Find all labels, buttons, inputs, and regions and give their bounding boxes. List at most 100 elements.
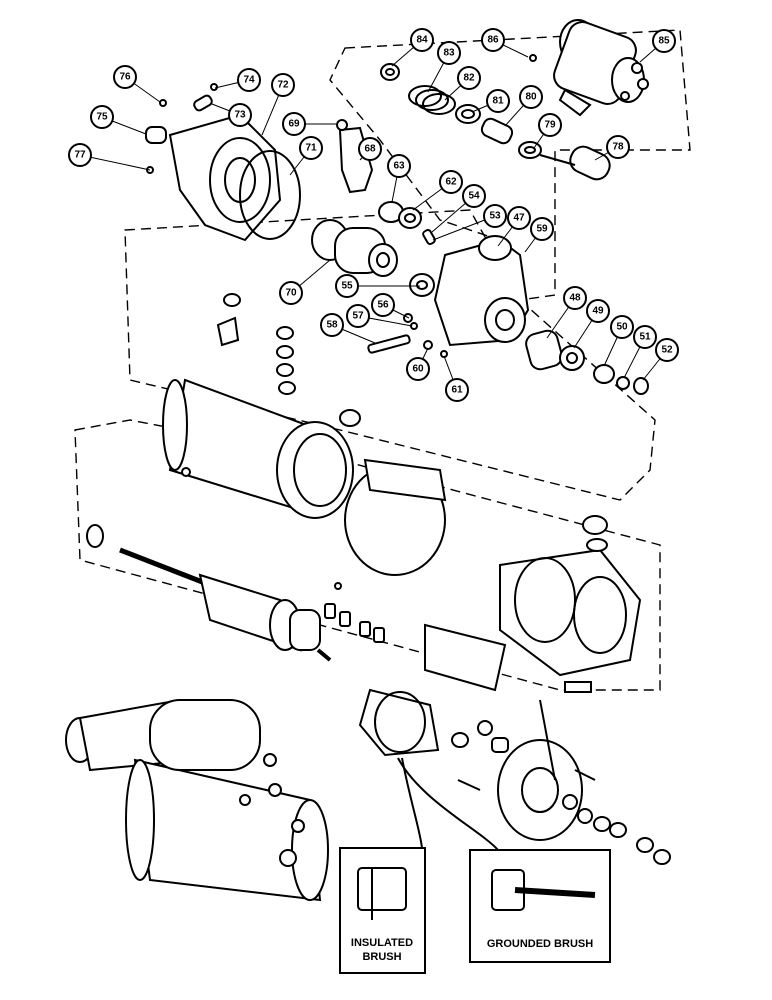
callout-number: 52	[661, 345, 673, 356]
frame-group-outline	[74, 419, 661, 691]
assembled-starter	[65, 698, 329, 902]
solenoid-small-parts	[380, 54, 542, 159]
callout-69: 69	[282, 112, 306, 136]
callout-number: 85	[658, 36, 670, 47]
callout-number: 63	[393, 161, 405, 172]
callout-80: 80	[519, 85, 543, 109]
callout-74: 74	[237, 68, 261, 92]
grounded-brush-label: GROUNDED BRUSH	[487, 938, 593, 950]
callout-number: 61	[451, 385, 463, 396]
callout-number: 72	[277, 80, 289, 91]
callout-78: 78	[606, 135, 630, 159]
callout-number: 68	[364, 144, 376, 155]
field-frame	[162, 378, 361, 519]
callout-number: 82	[463, 73, 475, 84]
callout-number: 47	[513, 213, 525, 224]
callout-82: 82	[457, 66, 481, 90]
commutator-end-bushings	[525, 329, 649, 395]
callout-61: 61	[445, 378, 469, 402]
callout-number: 75	[96, 112, 108, 123]
callout-62: 62	[439, 170, 463, 194]
insulated-brush-label-line1: INSULATED	[351, 937, 413, 949]
callout-70: 70	[279, 281, 303, 305]
callout-47: 47	[507, 206, 531, 230]
insulated-inset-leader	[401, 757, 423, 849]
callout-60: 60	[406, 357, 430, 381]
callout-number: 49	[592, 306, 604, 317]
callout-54: 54	[462, 184, 486, 208]
pole-insulator	[424, 623, 592, 693]
callout-59: 59	[530, 217, 554, 241]
callout-number: 50	[616, 322, 628, 333]
callout-55: 55	[335, 274, 359, 298]
callout-number: 69	[288, 119, 300, 130]
callout-number: 56	[377, 300, 389, 311]
callout-57: 57	[346, 304, 370, 328]
callout-number: 84	[416, 35, 428, 46]
grounded-inset-leader	[397, 757, 499, 851]
callout-77: 77	[68, 143, 92, 167]
callout-58: 58	[320, 313, 344, 337]
drive-end-housing	[145, 83, 301, 242]
callout-number: 59	[536, 224, 548, 235]
callout-number: 60	[412, 364, 424, 375]
callout-number: 81	[492, 96, 504, 107]
callout-number: 62	[445, 177, 457, 188]
brush-plate	[358, 688, 440, 757]
callout-number: 70	[285, 288, 297, 299]
callout-number: 79	[544, 120, 556, 131]
callout-81: 81	[486, 89, 510, 113]
callout-75: 75	[90, 105, 114, 129]
callout-number: 74	[243, 75, 255, 86]
field-insulator	[344, 458, 447, 576]
callout-79: 79	[538, 113, 562, 137]
callout-number: 86	[487, 35, 499, 46]
callout-number: 76	[119, 72, 131, 83]
callout-number: 53	[489, 211, 501, 222]
callout-number: 80	[525, 92, 537, 103]
callout-71: 71	[299, 136, 323, 160]
callout-52: 52	[655, 338, 679, 362]
callout-number: 51	[639, 332, 651, 343]
callout-63: 63	[387, 154, 411, 178]
callout-number: 78	[612, 142, 624, 153]
solenoid	[553, 19, 649, 117]
grounded-brush-inset: GROUNDED BRUSH	[469, 849, 611, 963]
callout-number: 77	[74, 150, 86, 161]
callout-51: 51	[633, 325, 657, 349]
callout-72: 72	[271, 73, 295, 97]
lever-housing	[409, 235, 530, 347]
insulated-brush-label-line2: BRUSH	[362, 951, 401, 963]
callout-number: 48	[569, 293, 581, 304]
terminal-hardware	[216, 293, 296, 395]
insulated-brush-inset: INSULATED BRUSH	[339, 847, 426, 974]
callout-84: 84	[410, 28, 434, 52]
callout-48: 48	[563, 286, 587, 310]
callout-number: 58	[326, 320, 338, 331]
callout-number: 71	[305, 143, 317, 154]
commutator-end-frame	[451, 699, 671, 865]
armature	[86, 524, 332, 662]
plunger	[539, 145, 611, 181]
drive-pinion	[311, 219, 398, 277]
callout-53: 53	[483, 204, 507, 228]
callout-50: 50	[610, 315, 634, 339]
callout-number: 83	[443, 48, 455, 59]
callout-85: 85	[652, 29, 676, 53]
callout-number: 57	[352, 311, 364, 322]
shift-lever	[336, 119, 436, 245]
callout-76: 76	[113, 65, 137, 89]
callout-83: 83	[437, 41, 461, 65]
callout-number: 73	[234, 110, 246, 121]
callout-86: 86	[481, 28, 505, 52]
callout-number: 54	[468, 191, 480, 202]
brush-clips	[324, 582, 385, 643]
callout-number: 55	[341, 281, 353, 292]
callout-68: 68	[358, 137, 382, 161]
callout-56: 56	[371, 293, 395, 317]
callout-73: 73	[228, 103, 252, 127]
field-coils	[499, 515, 642, 677]
callout-49: 49	[586, 299, 610, 323]
callouts: 84 83 86 85 82 81 80 79 78 76 74 72 73 75 69 71 68 77 63 62…	[68, 28, 679, 402]
